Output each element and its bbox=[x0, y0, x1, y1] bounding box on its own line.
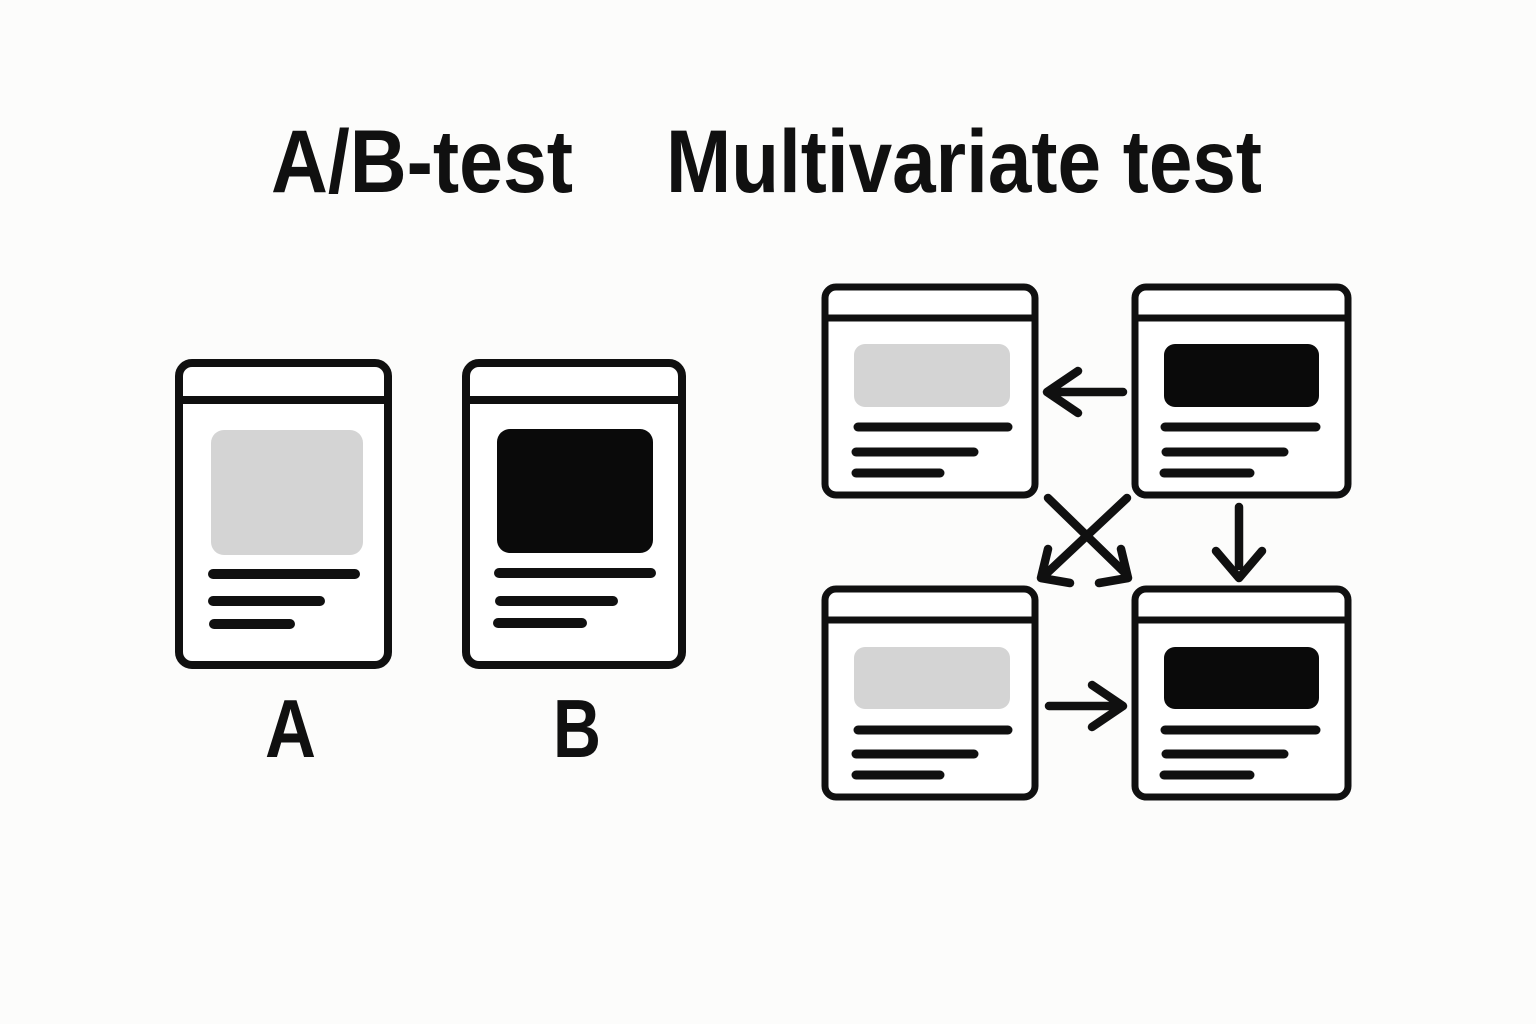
down-arrow bbox=[1211, 502, 1267, 583]
variant-b-card bbox=[462, 359, 686, 669]
variant-a-card bbox=[175, 359, 392, 669]
right-arrow bbox=[1044, 680, 1128, 732]
hero-block-gray bbox=[211, 430, 363, 555]
hero-block-black bbox=[1164, 647, 1319, 709]
hero-block-gray bbox=[854, 344, 1010, 407]
variant-b-label: B bbox=[553, 682, 601, 775]
ab-test-title: A/B-test bbox=[271, 111, 573, 211]
mv-card-top-left bbox=[821, 283, 1039, 499]
left-arrow bbox=[1042, 366, 1128, 418]
hero-block-black bbox=[1164, 344, 1319, 407]
hero-block-gray bbox=[854, 647, 1010, 709]
mv-card-bottom-left bbox=[821, 585, 1039, 801]
mv-card-bottom-right bbox=[1131, 585, 1352, 801]
multivariate-title: Multivariate test bbox=[666, 111, 1262, 211]
cross-arrow-down-left bbox=[1036, 493, 1132, 588]
hero-block-black bbox=[497, 429, 653, 553]
mv-card-top-right bbox=[1131, 283, 1352, 499]
variant-a-label: A bbox=[265, 682, 316, 775]
